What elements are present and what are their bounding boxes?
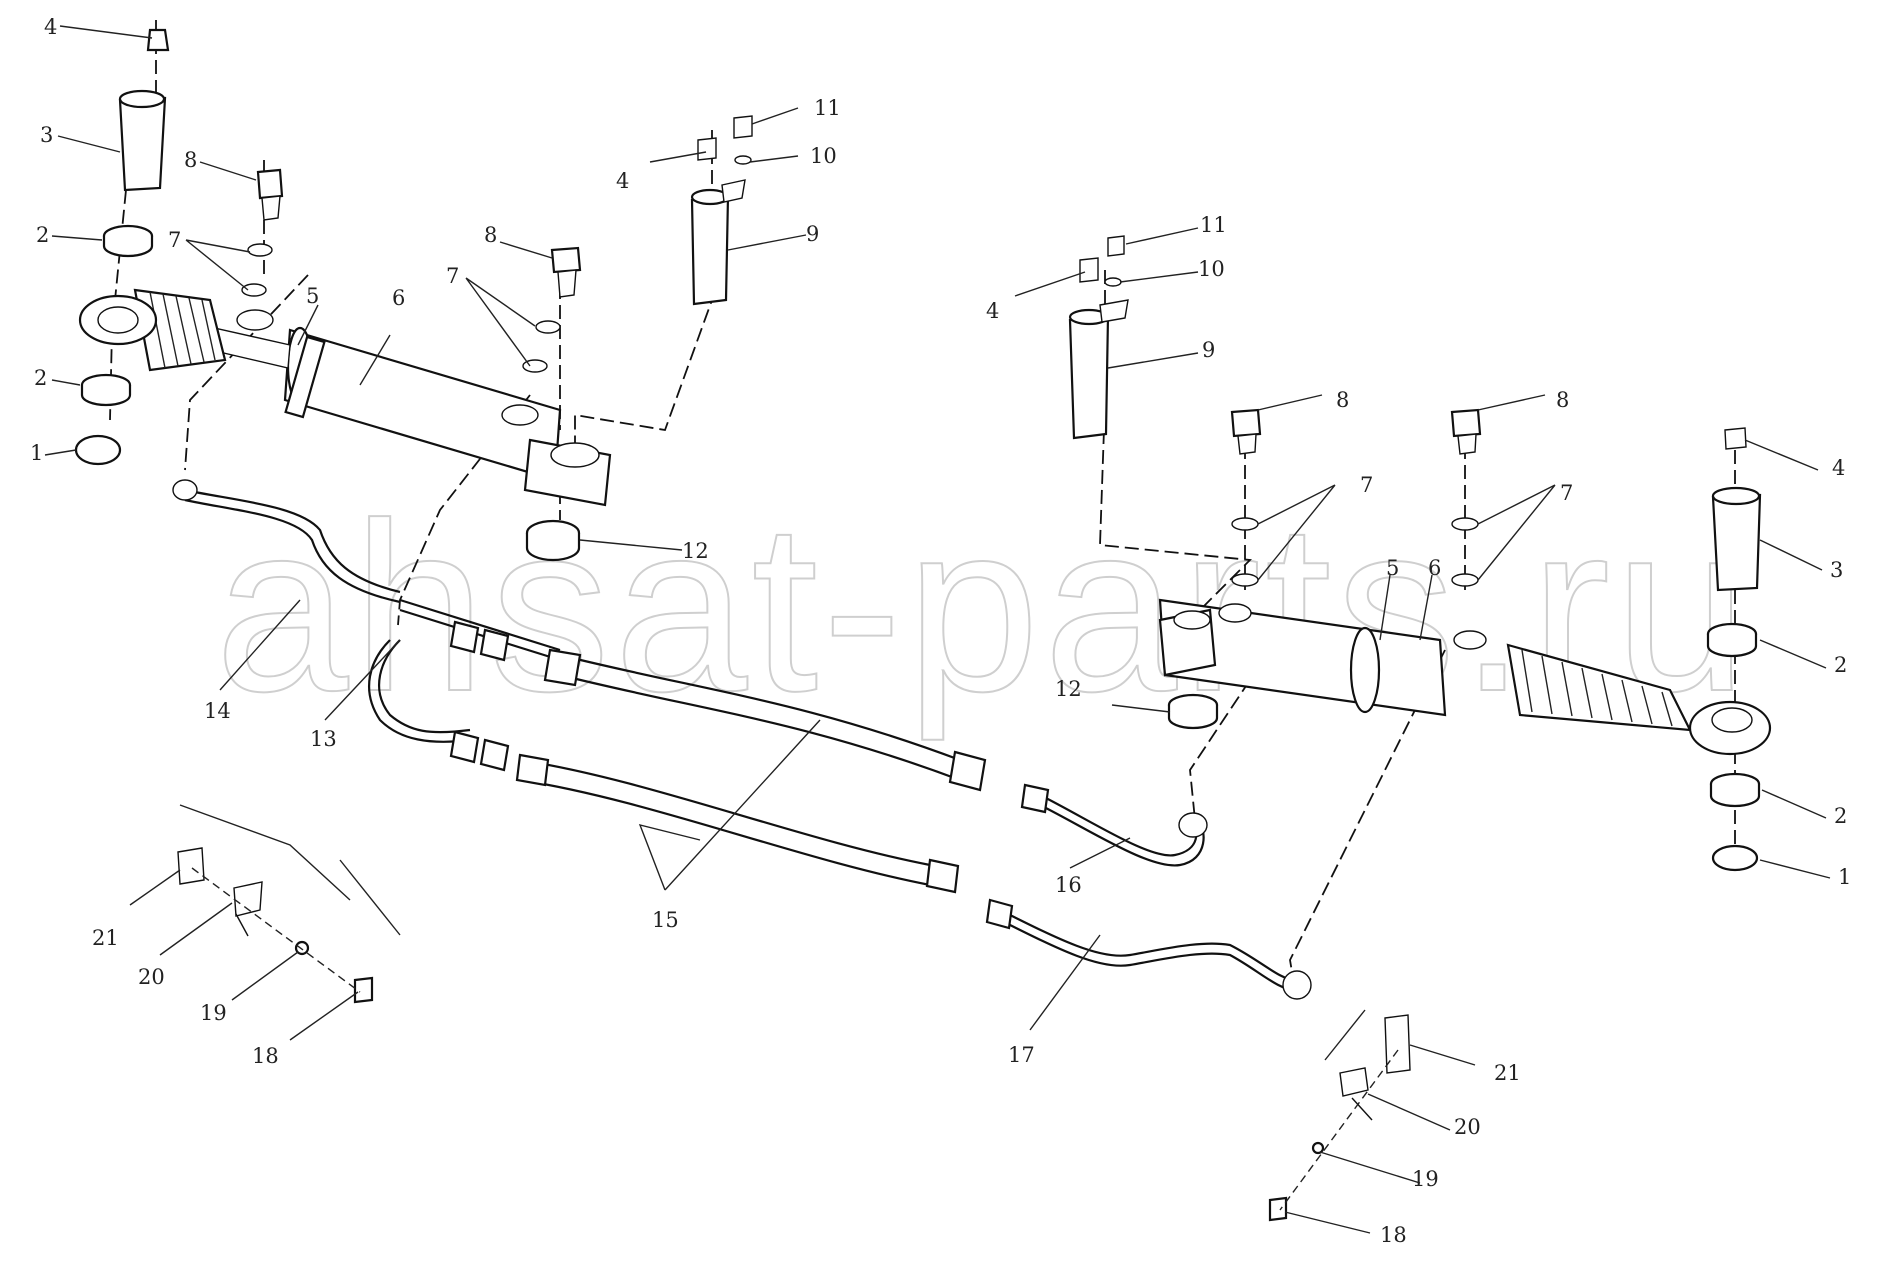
callout-3-right: 3: [1830, 558, 1843, 582]
hose-lines: [172, 479, 1312, 1000]
callout-11-left: 11: [814, 96, 841, 120]
callout-19-right: 19: [1412, 1167, 1439, 1191]
leader-lines: [44, 25, 1831, 1234]
callout-4-right-b: 4: [1832, 456, 1845, 480]
callout-8-right-a: 8: [1336, 388, 1349, 412]
callout-labels: 4 3 8 2 7 5 6 2 1 8 7 11 4 10 9 12 14 13…: [30, 15, 1851, 1247]
callout-20-left: 20: [138, 965, 165, 989]
callout-21-left: 21: [92, 926, 119, 950]
callout-17: 17: [1008, 1043, 1035, 1067]
callout-16: 16: [1055, 873, 1082, 897]
callout-6-right: 6: [1428, 556, 1441, 580]
callout-2-left-b: 2: [34, 366, 47, 390]
callout-14: 14: [204, 699, 231, 723]
callout-4-left: 4: [44, 15, 57, 39]
callout-3-left: 3: [40, 123, 53, 147]
callout-5-right: 5: [1386, 556, 1399, 580]
callout-20-right: 20: [1454, 1115, 1481, 1139]
callout-6-left: 6: [392, 286, 405, 310]
callout-13: 13: [310, 727, 337, 751]
callout-4-right-a: 4: [986, 299, 999, 323]
callout-2-right-b: 2: [1834, 804, 1847, 828]
callout-15: 15: [652, 908, 679, 932]
callout-18-right: 18: [1380, 1223, 1407, 1247]
callout-7-right-a: 7: [1360, 473, 1373, 497]
callout-1-left: 1: [30, 441, 43, 465]
callout-7-left-a: 7: [168, 228, 181, 252]
callout-8-left-b: 8: [484, 223, 497, 247]
callout-7-left-b: 7: [446, 264, 459, 288]
callout-2-right-a: 2: [1834, 653, 1847, 677]
clamp-set-right: [1268, 1014, 1411, 1222]
callout-12-right: 12: [1055, 677, 1082, 701]
callout-18-left: 18: [252, 1044, 279, 1068]
callout-9-left: 9: [806, 222, 819, 246]
callout-19-left: 19: [200, 1001, 227, 1025]
callout-11-right: 11: [1200, 213, 1227, 237]
callout-9-right: 9: [1202, 338, 1215, 362]
callout-4-left-b: 4: [616, 169, 629, 193]
callout-10-right: 10: [1198, 257, 1225, 281]
callout-5-left: 5: [306, 284, 319, 308]
callout-21-right: 21: [1494, 1061, 1521, 1085]
callout-10-left: 10: [810, 144, 837, 168]
callout-1-right: 1: [1838, 865, 1851, 889]
right-cylinder-assembly: [1068, 235, 1772, 991]
left-cylinder-assembly: [74, 20, 753, 626]
callout-8-right-b: 8: [1556, 388, 1569, 412]
callout-7-right-b: 7: [1560, 481, 1573, 505]
callout-2-left-a: 2: [36, 223, 49, 247]
callout-8-left-a: 8: [184, 148, 197, 172]
callout-12-left: 12: [682, 539, 709, 563]
clamp-set-left: [177, 847, 374, 1004]
